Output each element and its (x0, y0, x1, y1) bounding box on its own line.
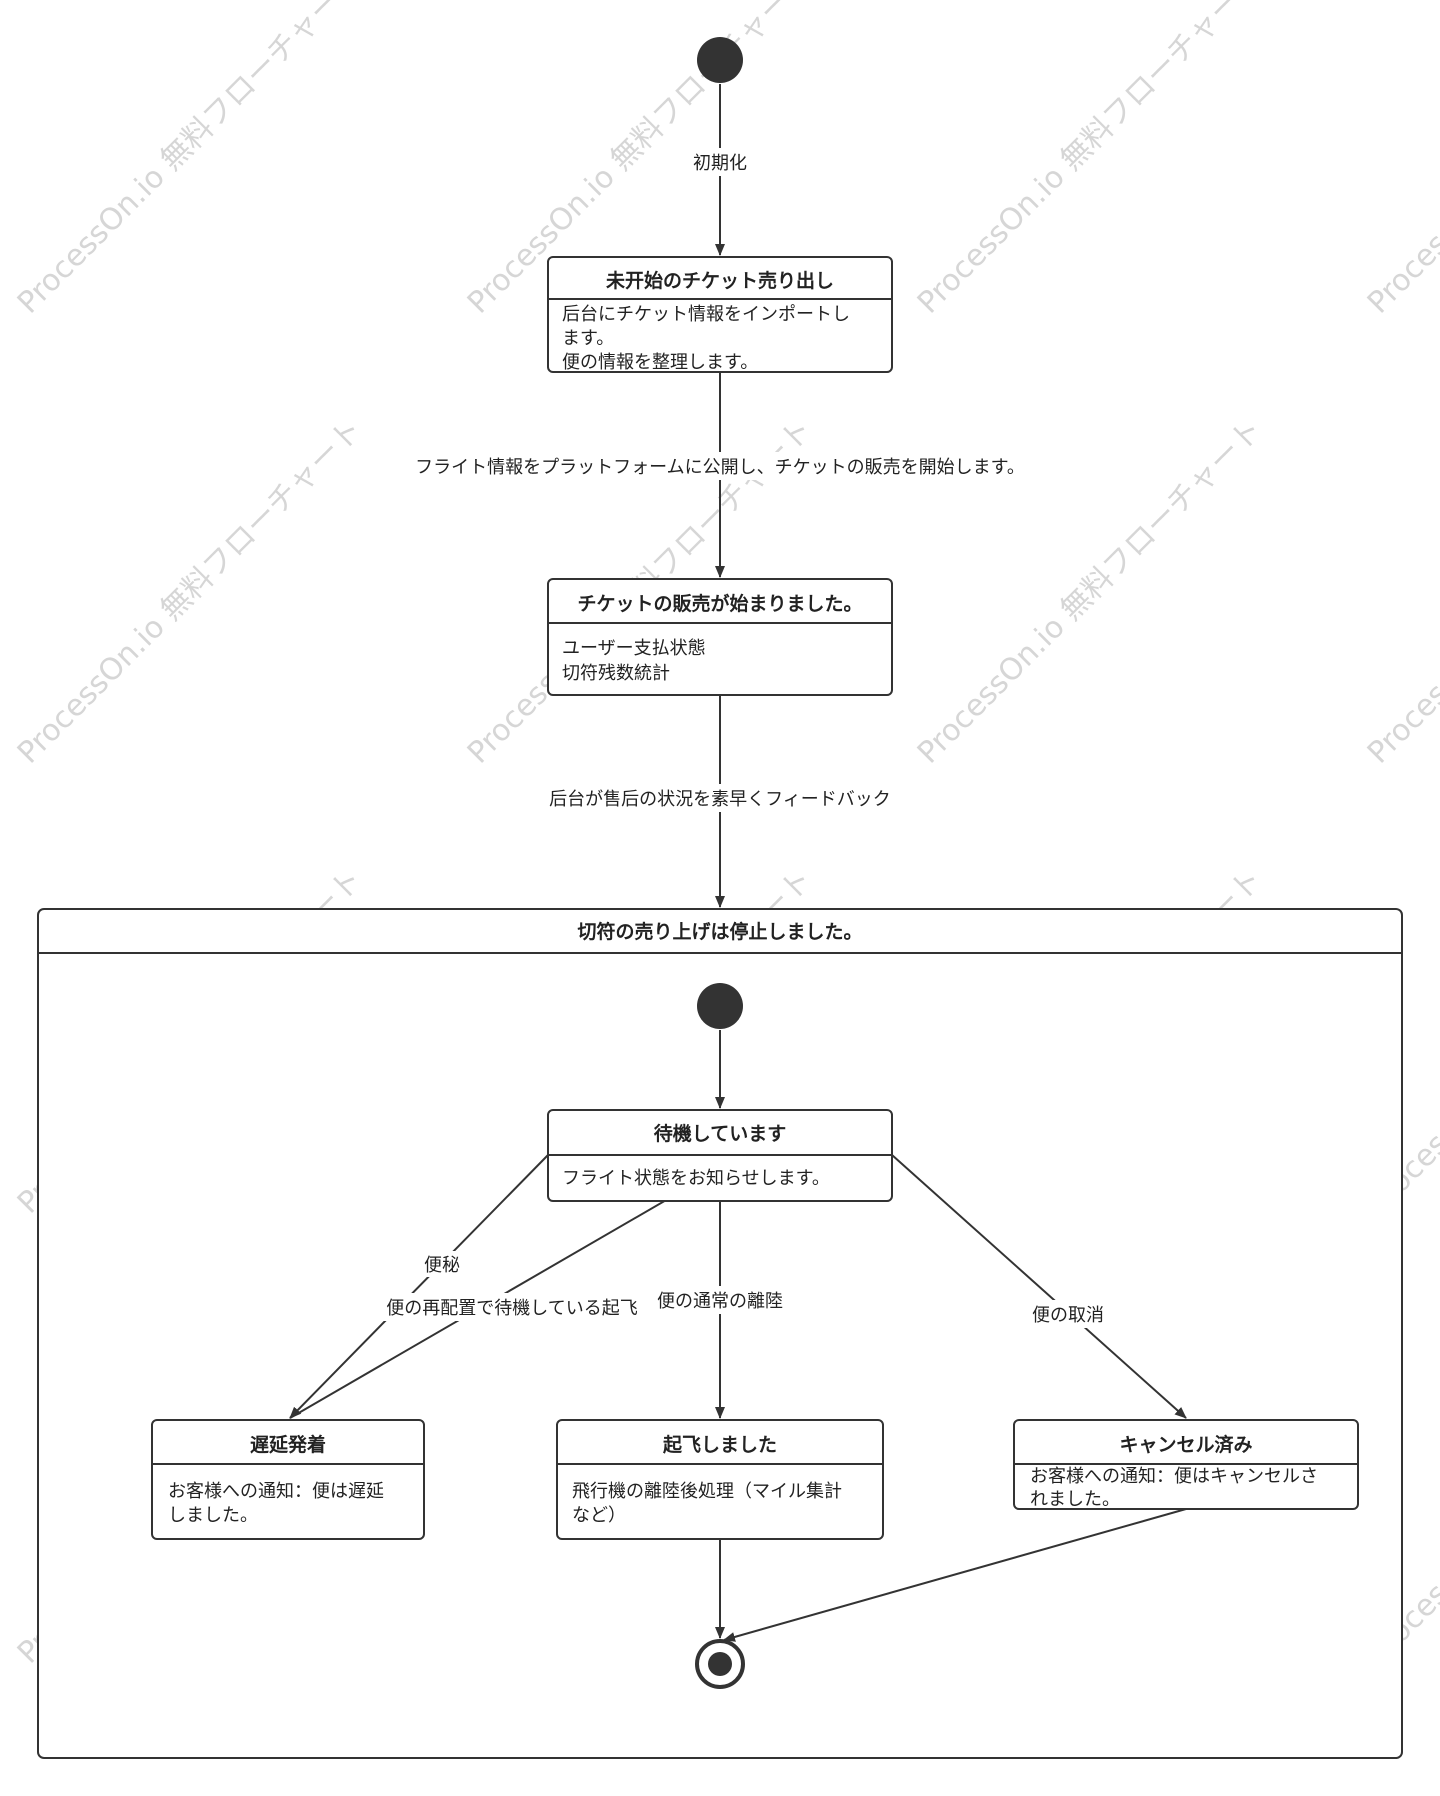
state-delayed-title: 遅延発着 (250, 1433, 326, 1456)
label-cancel: 便の取消 (1032, 1305, 1104, 1326)
state-sales-started[interactable]: チケットの販売が始まりました。 ユーザー支払状態 切符残数統計 (547, 578, 893, 696)
state-waiting[interactable]: 待機しています フライト状態をお知らせします。 (547, 1109, 893, 1202)
inner-initial-node (697, 983, 743, 1029)
state-waiting-line-1: フライト状態をお知らせします。 (562, 1168, 830, 1189)
label-delay: 便秘 (424, 1255, 460, 1276)
state-sales-started-line-2: 切符残数統計 (562, 663, 670, 684)
state-not-started-line-2: ます。 (562, 328, 614, 349)
state-not-started-line-3: 便の情報を整理します。 (562, 352, 758, 373)
state-cancelled[interactable]: キャンセル済み お客様への通知：便はキャンセルさ れました。 (1013, 1419, 1359, 1510)
state-departed-title: 起飞しました (662, 1434, 777, 1456)
state-sales-started-line-1: ユーザー支払状態 (562, 638, 706, 659)
state-not-started[interactable]: 未开始のチケット売り出し 后台にチケット情報をインポートし ます。 便の情報を整… (547, 256, 893, 373)
state-departed[interactable]: 起飞しました 飛行機の離陸後処理（マイル集計 など） (556, 1419, 884, 1540)
state-departed-line-1: 飛行機の離陸後処理（マイル集計 (572, 1481, 842, 1502)
label-publish: フライト情報をプラットフォームに公開し、チケットの販売を開始します。 (415, 457, 1025, 478)
state-cancelled-line-2: れました。 (1030, 1489, 1120, 1510)
edge-cancel-final (723, 1508, 1187, 1642)
state-not-started-title: 未开始のチケット売り出し (605, 269, 834, 292)
state-not-started-line-1: 后台にチケット情報をインポートし (562, 304, 850, 325)
state-delayed[interactable]: 遅延発着 お客様への通知：便は遅延 しました。 (151, 1419, 425, 1540)
state-departed-line-2: など） (572, 1505, 626, 1526)
label-normal: 便の通常の離陸 (657, 1291, 783, 1312)
edge-cancel (891, 1154, 1187, 1419)
label-reassign: 便の再配置で待機している起飞 (386, 1298, 637, 1319)
state-delayed-line-1: お客様への通知：便は遅延 (168, 1481, 384, 1502)
label-feedback: 后台が售后の状況を素早くフィードバック (549, 789, 891, 810)
state-sales-started-title: チケットの販売が始まりました。 (577, 592, 862, 615)
composite-title: 切符の売り上げは停止しました。 (577, 920, 862, 943)
edge-delay (289, 1154, 549, 1419)
state-delayed-line-2: しました。 (168, 1505, 258, 1526)
final-node (695, 1639, 745, 1689)
label-init: 初期化 (693, 153, 747, 174)
state-cancelled-line-1: お客様への通知：便はキャンセルさ (1030, 1466, 1318, 1487)
initial-node (697, 37, 743, 83)
state-cancelled-title: キャンセル済み (1119, 1433, 1252, 1456)
state-waiting-title: 待機しています (654, 1122, 786, 1145)
